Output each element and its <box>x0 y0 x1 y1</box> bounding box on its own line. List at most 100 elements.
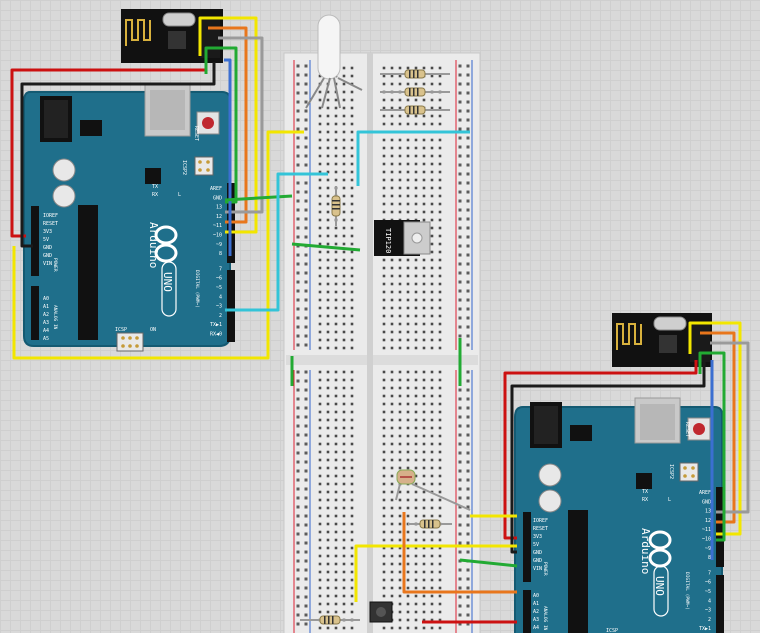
breadboard-hole <box>422 610 426 614</box>
digital-pin-label: ~5 <box>216 285 222 291</box>
digital-pin-label: RX◀0 <box>210 332 222 338</box>
breadboard-hole <box>334 546 338 550</box>
breadboard-hole <box>342 314 346 318</box>
rail-hole <box>466 163 470 167</box>
breadboard-hole <box>334 610 338 614</box>
breadboard-hole <box>438 586 442 590</box>
breadboard-hole <box>430 418 434 422</box>
breadboard-hole <box>382 626 386 630</box>
capacitor <box>538 489 562 513</box>
digital-pin-label: ~6 <box>705 580 711 586</box>
breadboard-hole <box>382 194 386 198</box>
rail-hole <box>466 253 470 257</box>
rail-hole <box>304 415 308 419</box>
breadboard-hole <box>398 442 402 446</box>
breadboard-hole <box>414 386 418 390</box>
breadboard-hole <box>414 138 418 142</box>
analog-pin-label: A2 <box>533 609 539 615</box>
breadboard-hole <box>326 530 330 534</box>
breadboard-hole <box>318 330 322 334</box>
breadboard-hole <box>430 466 434 470</box>
breadboard-hole <box>438 602 442 606</box>
breadboard-hole <box>318 226 322 230</box>
breadboard-hole <box>430 306 434 310</box>
breadboard-hole <box>390 170 394 174</box>
breadboard-hole <box>334 426 338 430</box>
breadboard-hole <box>334 370 338 374</box>
breadboard-hole <box>382 378 386 382</box>
push-button[interactable] <box>369 601 393 623</box>
power-header <box>31 206 39 276</box>
breadboard-hole <box>342 338 346 342</box>
breadboard-hole <box>350 602 354 606</box>
rail-hole <box>296 613 300 617</box>
breadboard-hole <box>438 138 442 142</box>
breadboard-hole <box>342 546 346 550</box>
breadboard-hole <box>350 466 354 470</box>
breadboard-hole <box>422 586 426 590</box>
breadboard-hole <box>406 82 410 86</box>
breadboard-hole <box>438 394 442 398</box>
breadboard-hole <box>414 298 418 302</box>
digital-pin-label: 13 <box>705 509 711 515</box>
breadboard-hole <box>438 554 442 558</box>
breadboard-hole <box>342 346 346 350</box>
rail-hole <box>304 370 308 374</box>
breadboard-hole <box>342 258 346 262</box>
breadboard-hole <box>422 202 426 206</box>
breadboard-hole <box>318 450 322 454</box>
digital-pin-label: ~3 <box>216 304 222 310</box>
analog-pin-label: A1 <box>43 304 49 310</box>
breadboard-hole <box>318 194 322 198</box>
breadboard-hole <box>438 306 442 310</box>
breadboard-hole <box>318 466 322 470</box>
breadboard-hole <box>318 378 322 382</box>
breadboard-hole <box>414 66 418 70</box>
digital-pin-label: 4 <box>219 294 222 300</box>
breadboard-hole <box>414 410 418 414</box>
breadboard-hole <box>422 490 426 494</box>
analog-section-label: ANALOG IN <box>542 606 548 631</box>
breadboard-hole <box>438 242 442 246</box>
breadboard-hole <box>398 386 402 390</box>
breadboard-hole <box>334 322 338 326</box>
breadboard-hole <box>326 186 330 190</box>
breadboard-hole <box>350 338 354 342</box>
breadboard-hole <box>318 114 322 118</box>
breadboard-hole <box>414 498 418 502</box>
breadboard-hole <box>390 282 394 286</box>
breadboard-hole <box>422 330 426 334</box>
breadboard-hole <box>326 370 330 374</box>
breadboard-hole <box>326 138 330 142</box>
breadboard-hole <box>318 306 322 310</box>
breadboard-hole <box>318 538 322 542</box>
breadboard-hole <box>350 626 354 630</box>
digital-pin-label: 2 <box>219 313 222 319</box>
breadboard-hole <box>422 506 426 510</box>
breadboard-hole <box>406 426 410 430</box>
arduino-uno-left: RESET ICSP2 Arduino UNO TX RX L ICSP ON … <box>23 83 235 352</box>
breadboard-hole <box>342 234 346 238</box>
breadboard-hole <box>406 122 410 126</box>
breadboard-hole <box>406 330 410 334</box>
rail-hole <box>304 64 308 68</box>
breadboard-hole <box>430 514 434 518</box>
breadboard-hole <box>342 290 346 294</box>
breadboard-hole <box>438 610 442 614</box>
resistor <box>380 87 450 97</box>
breadboard-hole <box>334 498 338 502</box>
breadboard-hole <box>438 74 442 78</box>
breadboard-hole <box>318 394 322 398</box>
breadboard-hole <box>438 218 442 222</box>
digital-pin-label: 7 <box>708 570 711 576</box>
breadboard-hole <box>342 162 346 166</box>
rail-hole <box>466 73 470 77</box>
rail-hole <box>304 406 308 410</box>
breadboard-hole <box>438 282 442 286</box>
breadboard-hole <box>334 178 338 182</box>
breadboard-hole <box>422 82 426 86</box>
breadboard-hole <box>430 402 434 406</box>
breadboard-hole <box>350 490 354 494</box>
breadboard-hole <box>342 434 346 438</box>
breadboard-hole <box>350 218 354 222</box>
